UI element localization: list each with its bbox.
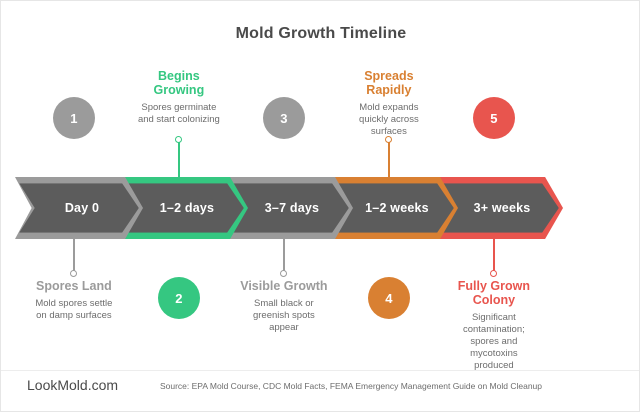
chevron-label: Day 0 <box>64 201 100 215</box>
stage-number-circle-1[interactable]: 1 <box>52 97 95 139</box>
stage-number-circle-5[interactable]: 5 <box>472 97 515 139</box>
chevron-fill <box>439 183 559 233</box>
connector-pin-1 <box>70 270 78 277</box>
footer-divider <box>1 370 639 371</box>
stage-heading: Spreads Rapidly <box>364 69 414 97</box>
connector-line-2 <box>178 139 180 181</box>
brand-logo: LookMold.com <box>27 377 119 393</box>
connector-line-1 <box>73 233 75 273</box>
stage-description: Mold expands quickly across surfaces <box>359 102 419 137</box>
timeline-chevron-1[interactable]: Day 0 <box>15 177 143 239</box>
connector-line-4 <box>388 139 390 181</box>
stage-heading: Visible Growth <box>240 279 328 293</box>
stage-description: Small black or greenish spots appear <box>252 298 315 333</box>
stage-number-circle-3[interactable]: 3 <box>262 97 305 139</box>
timeline-band: Day 0 1–2 days 3–7 days 1–2 weeks 3+ weeks <box>1 177 639 239</box>
connector-pin-3 <box>280 270 288 277</box>
chevron-fill <box>229 183 349 233</box>
stage-number-circle-4[interactable]: 4 <box>367 277 410 319</box>
timeline-chevron-3[interactable]: 3–7 days <box>225 177 353 239</box>
chevron-label: 1–2 weeks <box>365 201 429 215</box>
stage-heading: Spores Land <box>36 279 112 293</box>
connector-line-5 <box>493 233 495 273</box>
source-citation: Source: EPA Mold Course, CDC Mold Facts,… <box>159 381 543 391</box>
connector-pin-4 <box>385 136 393 143</box>
chevron-label: 3+ weeks <box>473 201 531 215</box>
chevron-fill <box>334 183 454 233</box>
stage-heading: Fully Grown Colony <box>457 279 530 307</box>
stage-description: Significant contamination; spores and my… <box>462 312 525 371</box>
stage-number-circle-2[interactable]: 2 <box>157 277 200 319</box>
chevron-label: 1–2 days <box>159 201 215 215</box>
chevron-label: 3–7 days <box>264 201 320 215</box>
stage-description: Spores germinate and start colonizing <box>137 102 220 125</box>
chevron-fill <box>19 183 139 233</box>
connector-pin-5 <box>490 270 498 277</box>
connector-line-3 <box>283 233 285 273</box>
connector-pin-2 <box>175 136 183 143</box>
page-title: Mold Growth Timeline <box>235 25 407 42</box>
chevron-fill <box>124 183 244 233</box>
stage-description: Mold spores settle on damp surfaces <box>35 298 113 321</box>
stage-heading: Begins Growing <box>153 69 205 97</box>
